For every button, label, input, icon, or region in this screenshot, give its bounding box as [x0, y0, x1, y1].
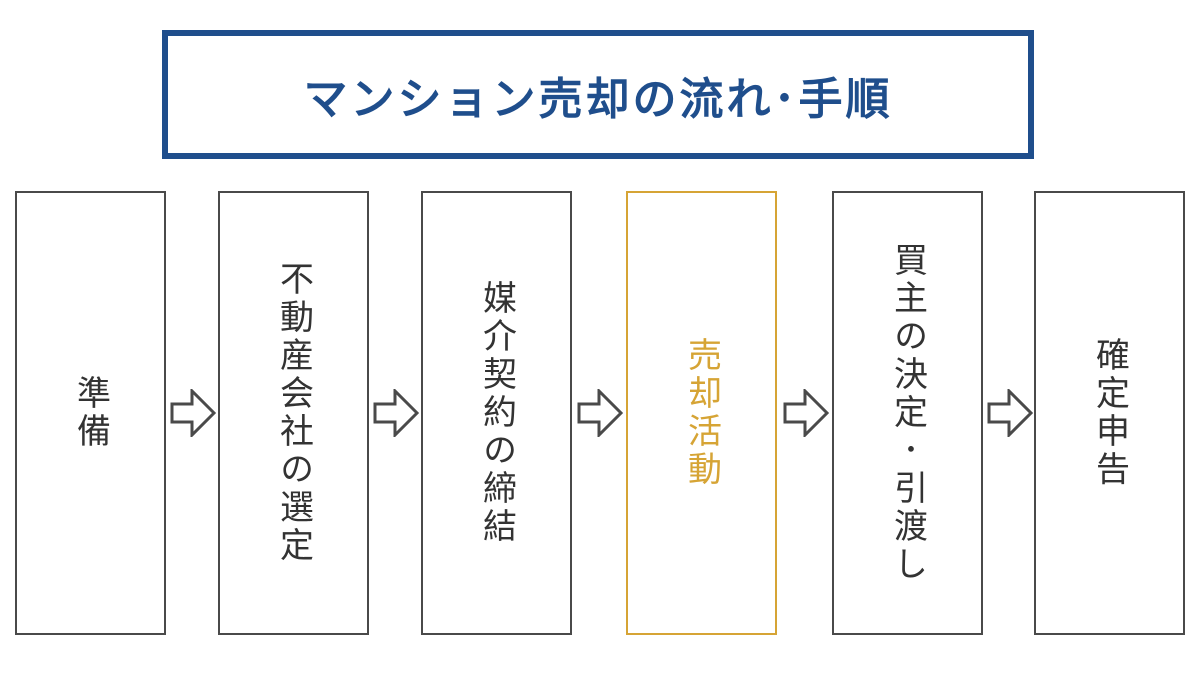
- step-label: 媒介契約の締結: [476, 280, 517, 546]
- step-preparation: 準備: [15, 191, 166, 635]
- arrow-right-icon: [373, 389, 419, 437]
- title-box: マンション売却の流れ･手順: [162, 30, 1034, 159]
- arrow-right-icon: [170, 389, 216, 437]
- step-select-agent: 不動産会社の選定: [218, 191, 369, 635]
- arrow-right-icon: [577, 389, 623, 437]
- page-title: マンション売却の流れ･手順: [303, 73, 893, 125]
- step-tax-return: 確定申告: [1034, 191, 1185, 635]
- step-label: 準備: [70, 375, 111, 451]
- step-label: 売却活動: [681, 337, 722, 489]
- step-label: 買主の決定･引渡し: [887, 242, 928, 584]
- arrow-right-icon: [783, 389, 829, 437]
- step-label: 確定申告: [1089, 337, 1130, 489]
- step-sales-activity: 売却活動: [626, 191, 777, 635]
- step-label: 不動産会社の選定: [273, 261, 314, 565]
- step-brokerage-contract: 媒介契約の締結: [421, 191, 572, 635]
- step-buyer-handover: 買主の決定･引渡し: [832, 191, 983, 635]
- arrow-right-icon: [987, 389, 1033, 437]
